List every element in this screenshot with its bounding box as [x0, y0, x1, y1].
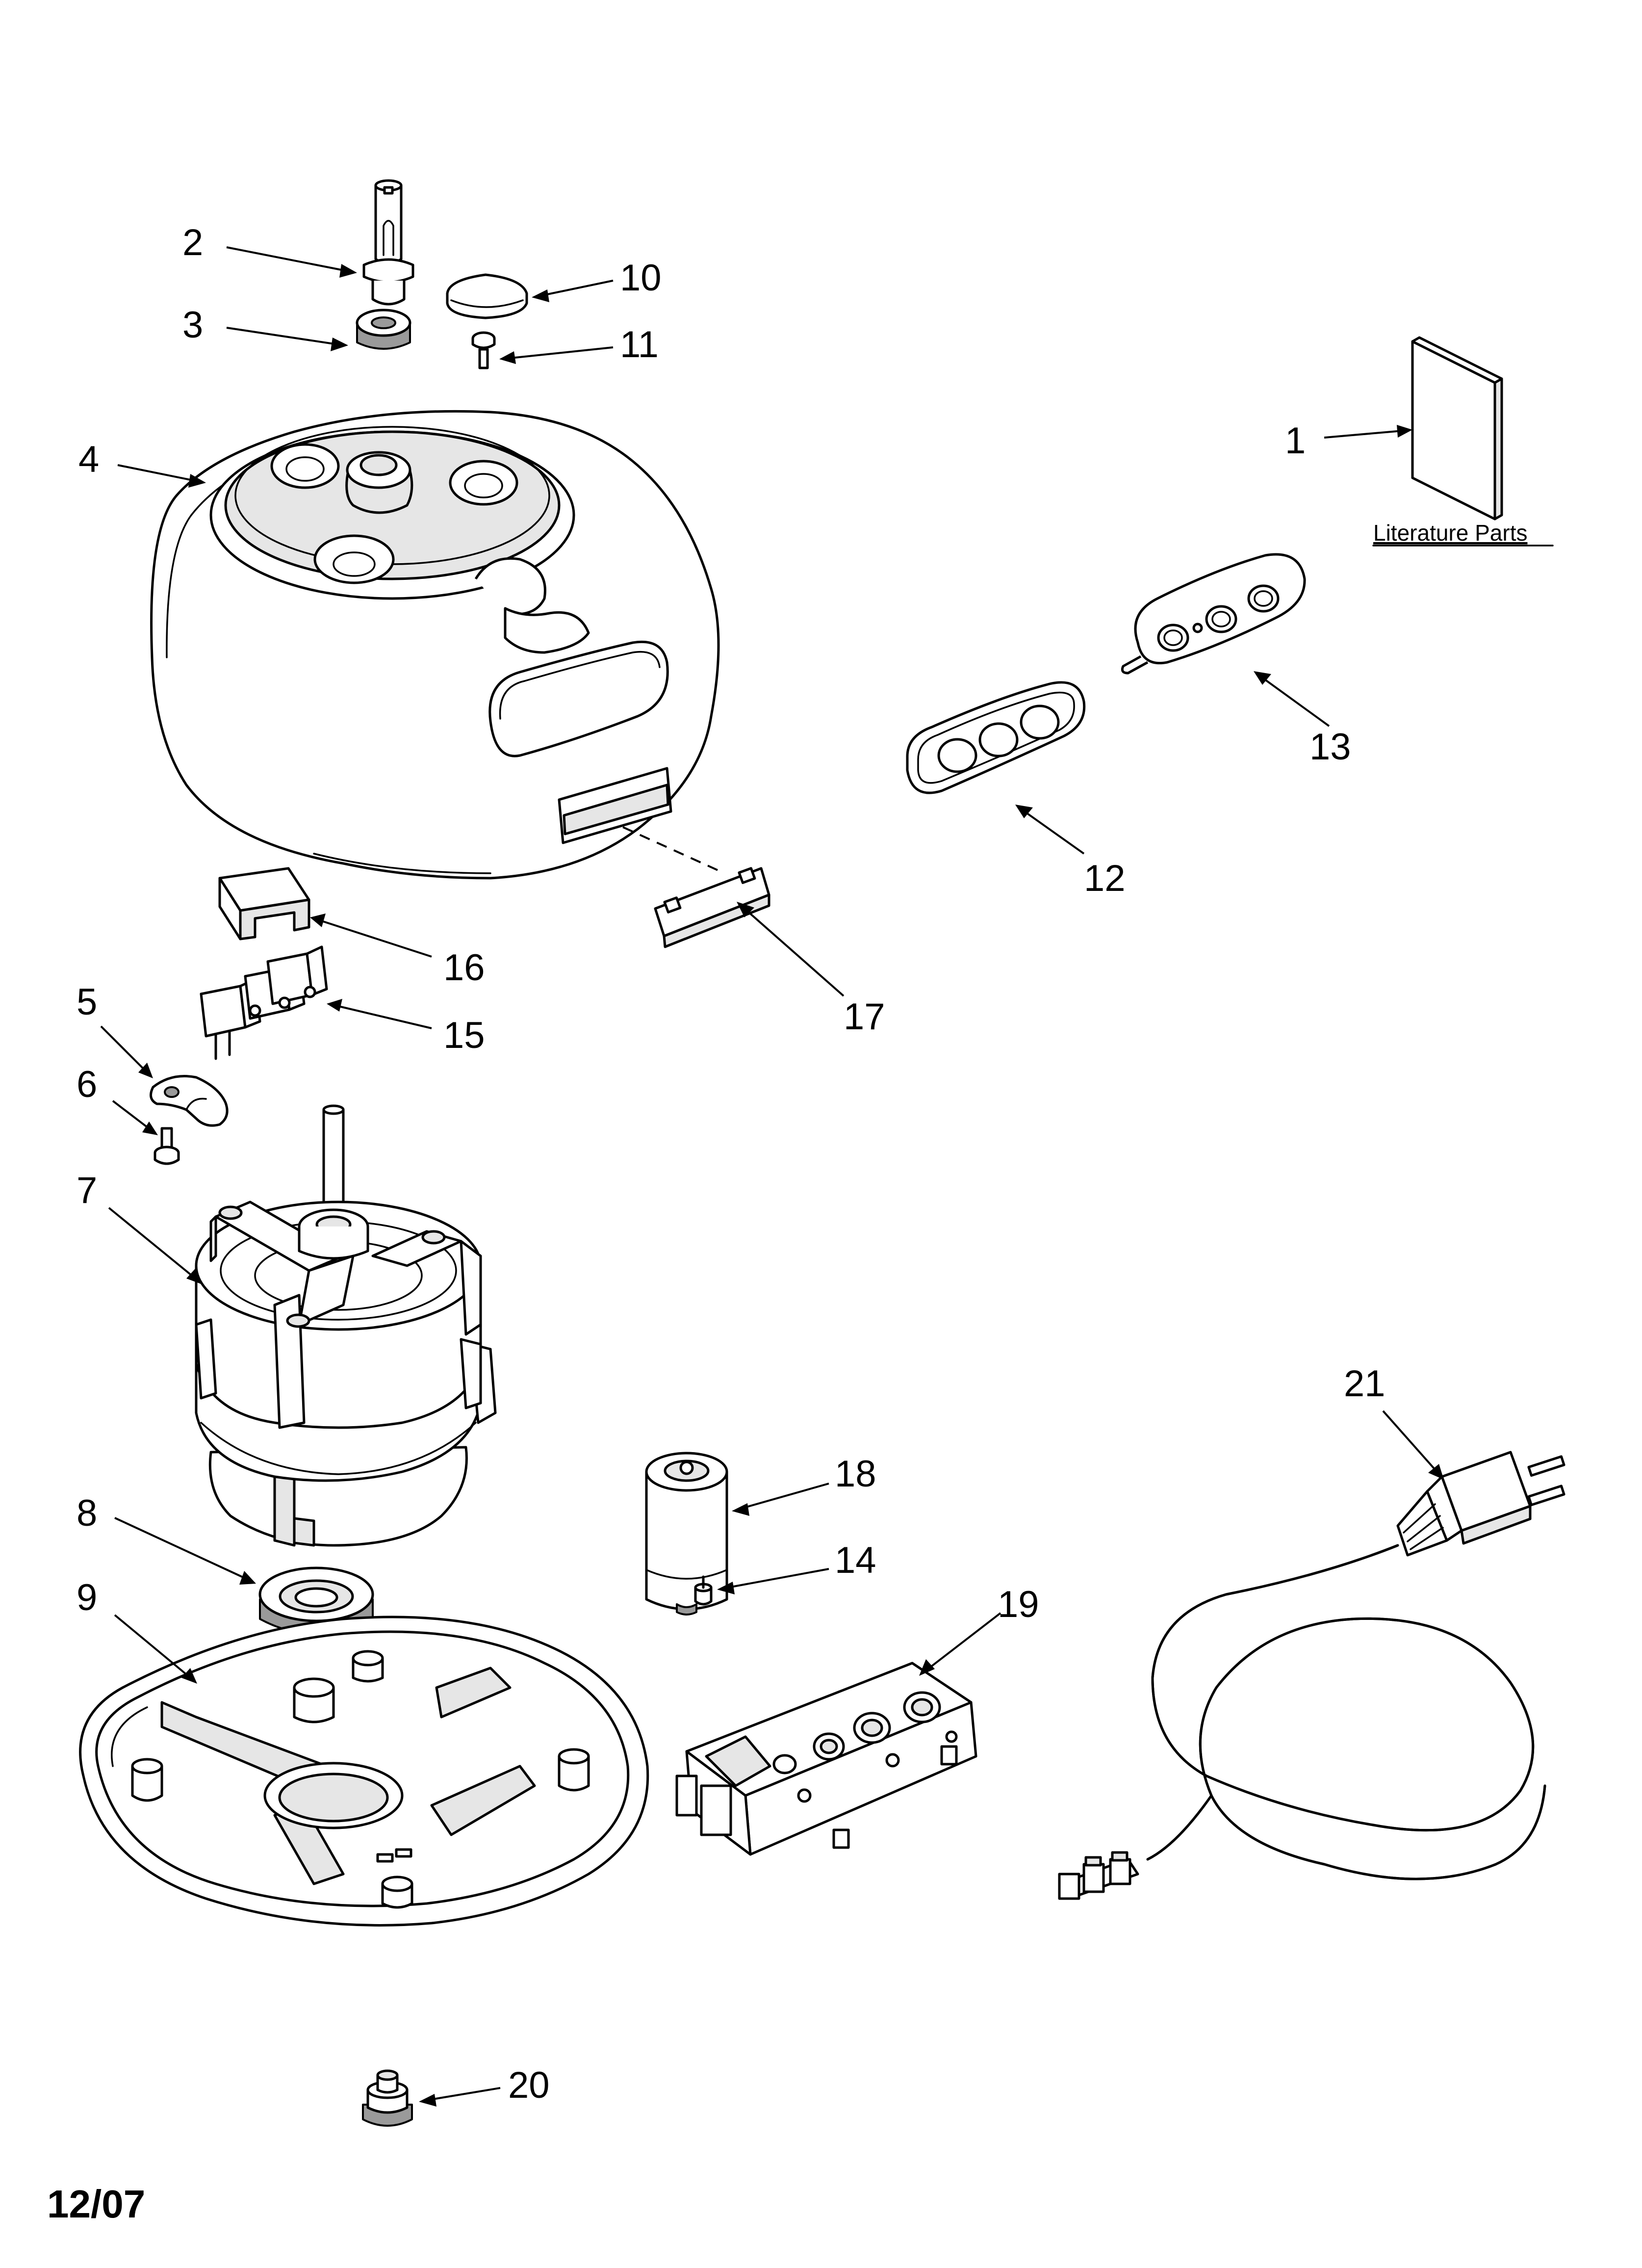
motor [195, 1104, 497, 1547]
arrowhead-16 [310, 913, 326, 927]
callout-9: 9 [77, 1577, 97, 1618]
leader-12 [1022, 809, 1085, 855]
callout-2: 2 [182, 222, 203, 263]
base [79, 1616, 649, 1927]
foot [362, 2069, 413, 2127]
leader-20 [429, 2087, 501, 2101]
power-cord [1058, 1451, 1565, 1900]
arrowhead-17 [737, 902, 754, 917]
clamp [150, 1075, 229, 1127]
arrowhead-1 [1397, 425, 1412, 438]
arrowhead-14 [717, 1582, 735, 1594]
callout-17: 17 [844, 996, 885, 1038]
callout-4: 4 [78, 439, 99, 480]
leader-8 [114, 1517, 247, 1580]
arrowhead-18 [732, 1503, 749, 1516]
seal [356, 309, 411, 350]
leader-15 [336, 1005, 432, 1029]
callout-10: 10 [620, 257, 662, 299]
leader-18 [742, 1483, 829, 1509]
arrowhead-5 [138, 1063, 153, 1078]
callout-14: 14 [835, 1539, 876, 1581]
callout-6: 6 [77, 1064, 97, 1105]
arrowhead-21 [1428, 1464, 1444, 1480]
leader-13 [1260, 676, 1330, 727]
insulator [218, 867, 310, 940]
leader-1 [1324, 430, 1403, 439]
callout-15: 15 [443, 1015, 485, 1056]
arrowhead-12 [1015, 805, 1033, 818]
leader-16 [319, 919, 432, 958]
terminal-block [200, 945, 328, 1060]
switch-board [675, 1662, 977, 1856]
arrowhead-2 [339, 264, 357, 278]
leader-19 [927, 1612, 1001, 1670]
leader-17 [744, 908, 845, 997]
leader-10 [542, 280, 614, 296]
revision-date: 12/07 [47, 2182, 145, 2226]
switch-plate [1121, 553, 1306, 675]
leader-21 [1382, 1410, 1438, 1473]
screw [154, 1127, 180, 1165]
arrowhead-3 [331, 338, 348, 351]
leader-11 [510, 346, 614, 359]
capacitor [645, 1452, 728, 1616]
arrowhead-9 [181, 1668, 197, 1684]
leader-5 [100, 1025, 146, 1071]
callout-1: 1 [1285, 420, 1306, 462]
callout-18: 18 [835, 1453, 876, 1495]
leader-14 [727, 1568, 829, 1589]
arrowhead-4 [188, 474, 206, 488]
literature-booklet [1411, 336, 1503, 521]
callout-21: 21 [1344, 1363, 1385, 1405]
arrowhead-19 [919, 1659, 935, 1676]
housing [150, 410, 720, 880]
callout-16: 16 [443, 947, 485, 989]
callout-13: 13 [1309, 726, 1351, 768]
button-gasket [906, 681, 1086, 794]
arrowhead-10 [532, 289, 549, 302]
arrowhead-15 [327, 999, 342, 1012]
literature-parts-label: Literature Parts [1373, 520, 1527, 546]
callout-12: 12 [1084, 858, 1126, 899]
callout-8: 8 [77, 1492, 97, 1534]
arrowhead-7 [186, 1269, 202, 1284]
leader-9 [114, 1614, 190, 1678]
leader-6 [112, 1100, 151, 1130]
leader-7 [108, 1207, 195, 1278]
callout-19: 19 [998, 1584, 1039, 1625]
leader-2 [226, 246, 347, 272]
callout-5: 5 [77, 981, 97, 1023]
lens-guide [622, 826, 718, 871]
callout-7: 7 [77, 1170, 97, 1211]
arrowhead-8 [239, 1571, 256, 1585]
arrowhead-11 [499, 351, 516, 364]
cap [446, 273, 528, 319]
small-screw [471, 331, 496, 369]
leader-4 [117, 464, 196, 482]
arrowhead-6 [142, 1121, 158, 1135]
callout-20: 20 [508, 2064, 550, 2106]
arrowhead-20 [419, 2094, 436, 2107]
callout-3: 3 [182, 304, 203, 346]
leader-3 [226, 327, 338, 345]
drive-coupler [362, 179, 414, 306]
callout-11: 11 [620, 324, 659, 365]
arrowhead-13 [1254, 671, 1271, 685]
